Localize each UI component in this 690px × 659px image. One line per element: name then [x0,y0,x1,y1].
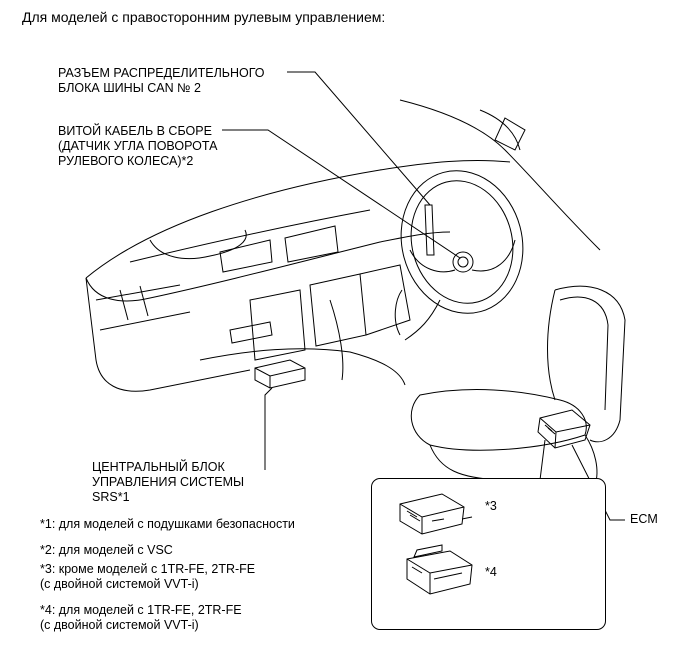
leader-srs [264,387,273,470]
ecm-label: ECM [630,512,658,526]
leader-ecm [571,444,625,521]
leader-spiral [222,129,461,259]
ecm-variants-illustration [399,493,473,595]
note-3: *3: кроме моделей с 1TR-FE, 2TR-FE (с дв… [40,562,256,591]
variant-4-label: *4 [485,565,497,579]
srs-unit-label: ЦЕНТРАЛЬНЫЙ БЛОК УПРАВЛЕНИЯ СИСТЕМЫ SRS*… [92,460,245,504]
leader-inset [539,439,546,481]
can-connector-label: РАЗЪЕМ РАСПРЕДЕЛИТЕЛЬНОГО БЛОКА ШИНЫ CAN… [58,66,265,95]
note-1: *1: для моделей с подушками безопасности [40,517,295,531]
note-4: *4: для моделей с 1TR-FE, 2TR-FE (с двой… [40,603,242,632]
variant-3-label: *3 [485,499,497,513]
leader-can [287,71,431,206]
note-2: *2: для моделей с VSC [40,543,173,557]
inset-panel: *3 *4 [371,478,606,630]
spiral-cable-label: ВИТОЙ КАБЕЛЬ В СБОРЕ (ДАТЧИК УГЛА ПОВОРО… [58,124,218,168]
page-title: Для моделей с правосторонним рулевым упр… [22,9,386,25]
